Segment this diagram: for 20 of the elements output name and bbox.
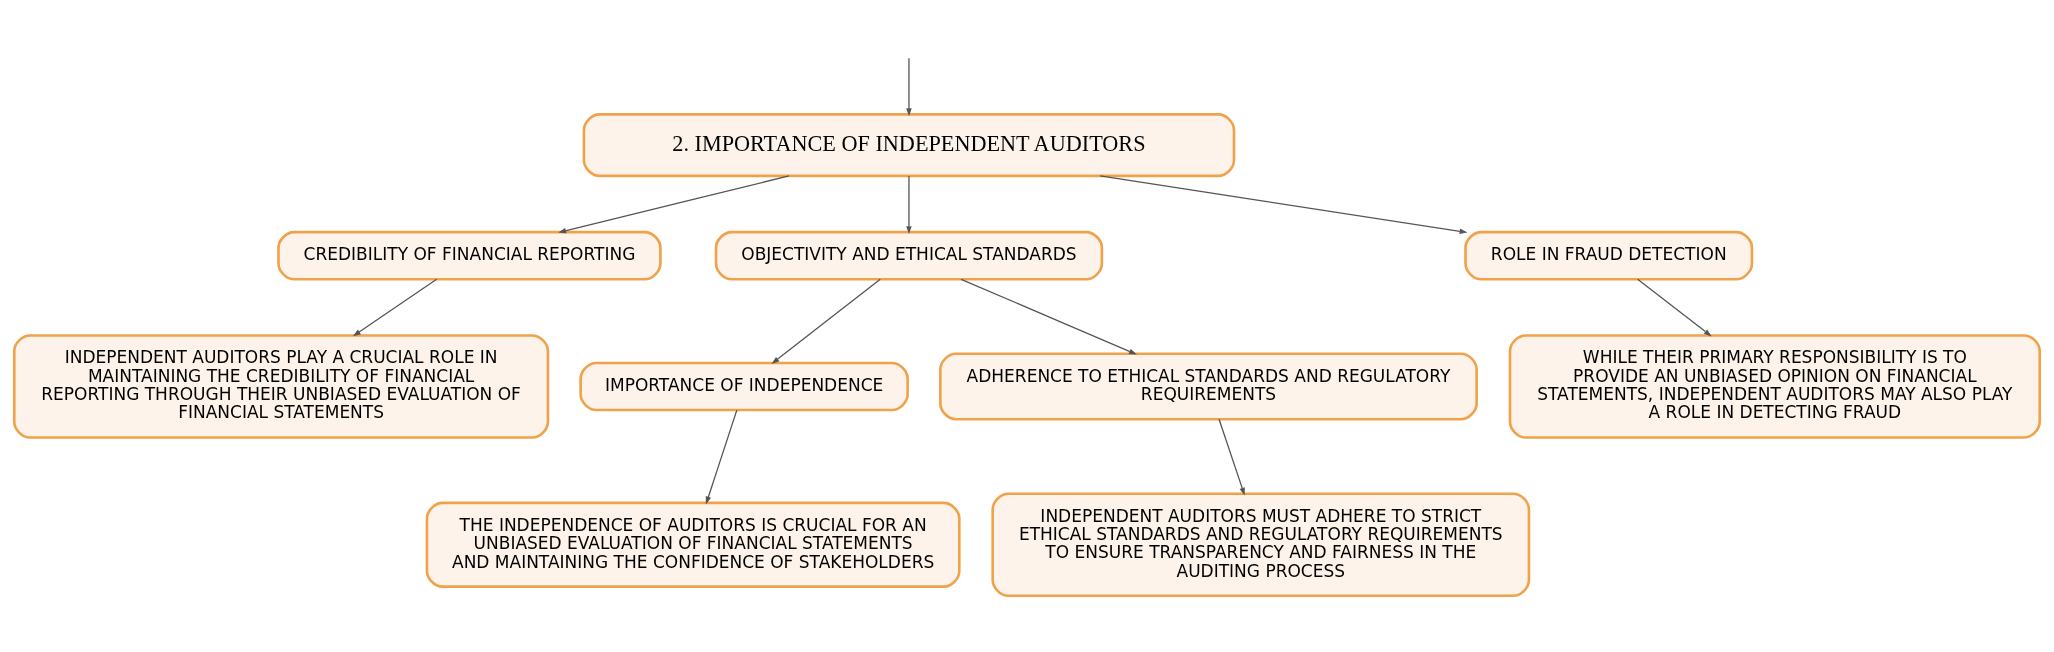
- node-box: WHILE THEIR PRIMARY RESPONSIBILITY IS TO PROVIDE AN UNBIASED OPINION ON FINANCIAL STATEMENTS, INDEPENDENT AUDITORS MAY ALSO PLAY A ROLE IN DETECTING FRAUD: [1508, 333, 2042, 439]
- arrow: [1099, 174, 1468, 234]
- node-box: CREDIBILITY OF FINANCIAL REPORTING: [277, 230, 662, 281]
- node-box: IMPORTANCE OF INDEPENDENCE: [579, 361, 909, 411]
- arrow: [960, 278, 1137, 355]
- arrow: [1637, 278, 1712, 336]
- arrow: [705, 408, 738, 504]
- arrow: [906, 57, 912, 116]
- node-box: 2. IMPORTANCE OF INDEPENDENT AUDITORS: [582, 112, 1236, 177]
- arrow: [558, 174, 790, 233]
- node-box: THE INDEPENDENCE OF AUDITORS IS CRUCIAL FOR AN UNBIASED EVALUATION OF FINANCIAL STATEMENTS AND MAINTAINING THE CONFIDENCE OF STAKEHOLDERS: [425, 501, 961, 588]
- node-box: ADHERENCE TO ETHICAL STANDARDS AND REGULATORY REQUIREMENTS: [939, 352, 1478, 420]
- arrow: [1218, 418, 1245, 495]
- node-box: INDEPENDENT AUDITORS MUST ADHERE TO STRICT ETHICAL STANDARDS AND REGULATORY REQUIREMENTS TO ENSURE TRANSPARENCY AND FAIRNESS IN THE AUDITING PROCESS: [991, 491, 1531, 597]
- arrow: [906, 174, 912, 234]
- arrow: [352, 278, 438, 336]
- arrow: [771, 278, 881, 364]
- node-box: ROLE IN FRAUD DETECTION: [1464, 230, 1754, 281]
- node-box: OBJECTIVITY AND ETHICAL STANDARDS: [714, 230, 1104, 281]
- node-box: INDEPENDENT AUDITORS PLAY A CRUCIAL ROLE IN MAINTAINING THE CREDIBILITY OF FINANCIAL REPORTING THROUGH THEIR UNBIASED EVALUATION OF FINANCIAL STATEMENTS: [12, 333, 550, 439]
